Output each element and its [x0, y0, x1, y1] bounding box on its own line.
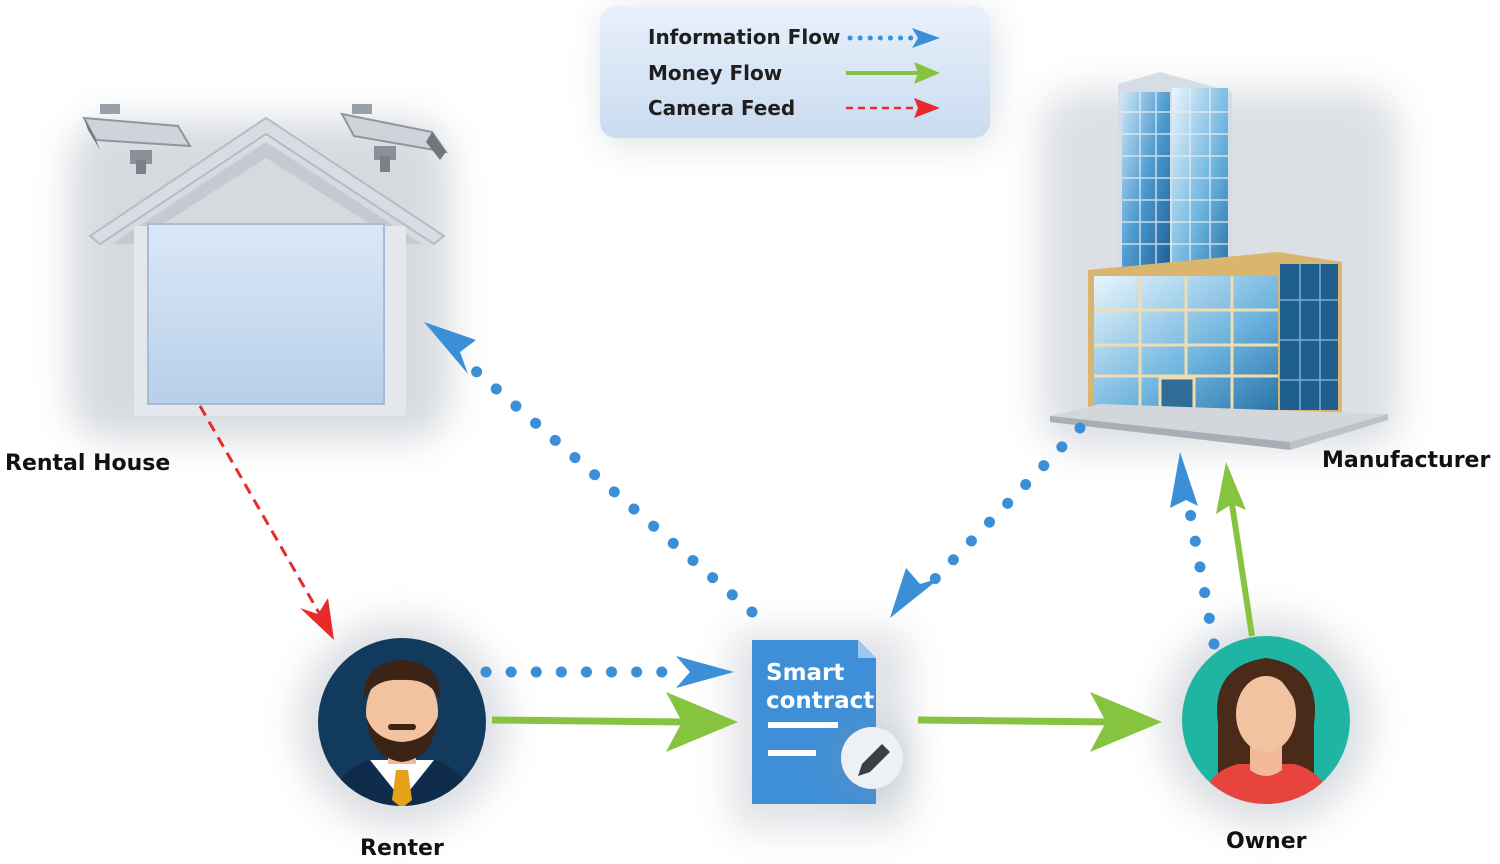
- smart-contract-label-line2: contract: [766, 688, 874, 714]
- legend-label-camera-feed: Camera Feed: [648, 96, 795, 120]
- edge-information-flow-owner-to-manufacturer: [1170, 452, 1220, 650]
- edge-money-flow-renter-to-smart-contract: [491, 692, 738, 752]
- smart-contract-document-icon: [730, 630, 910, 830]
- camera-icon-right: [340, 104, 449, 172]
- rental-house-icon: [70, 104, 450, 440]
- edge-money-flow-owner-to-manufacturer: [1216, 462, 1255, 637]
- edge-information-flow-smart-contract-to-rental-house: [424, 322, 758, 618]
- legend-label-information-flow: Information Flow: [648, 25, 840, 49]
- legend-swatch-information-flow: [847, 28, 940, 48]
- edge-camera-feed-rental-house-to-renter: [198, 405, 334, 640]
- edge-money-flow-smart-contract-to-owner: [917, 692, 1162, 752]
- legend-swatch-camera-feed: [846, 98, 940, 118]
- rental-house-label: Rental House: [5, 451, 170, 476]
- edge-information-flow-manufacturer-to-smart-contract: [890, 422, 1086, 618]
- pen-icon: [838, 726, 906, 794]
- manufacturer-building-icon: [1040, 72, 1400, 450]
- camera-icon-left: [82, 104, 192, 174]
- legend-swatch-money-flow: [846, 62, 940, 84]
- manufacturer-label: Manufacturer: [1322, 448, 1490, 473]
- legend: Information Flow Money Flow Camera Feed: [600, 6, 994, 144]
- owner-label: Owner: [1226, 829, 1307, 854]
- renter-label: Renter: [360, 836, 444, 861]
- owner-avatar: [1161, 617, 1371, 827]
- smart-contract-label-line1: Smart: [766, 660, 844, 686]
- edge-information-flow-renter-to-smart-contract: [480, 656, 734, 688]
- legend-label-money-flow: Money Flow: [648, 61, 782, 85]
- renter-avatar: [297, 619, 507, 829]
